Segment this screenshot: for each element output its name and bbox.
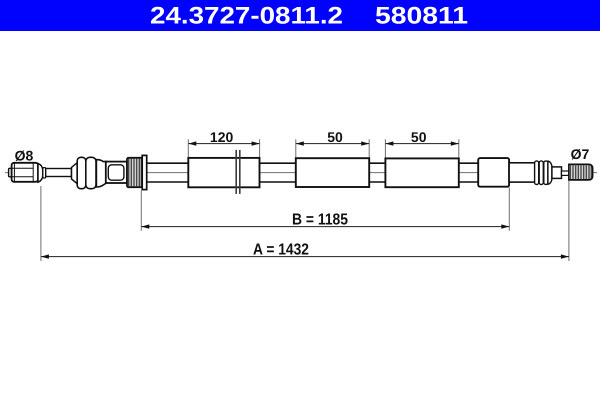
header-bar — [0, 0, 600, 31]
end-ferrule — [551, 166, 563, 180]
left-rod — [45, 167, 73, 178]
end-rod — [560, 170, 570, 177]
sleeve-1 — [187, 156, 261, 189]
sleeve1-length-label: 120 — [210, 129, 234, 145]
left-nipple-cone — [37, 162, 44, 184]
boot-bellow-2 — [85, 156, 97, 190]
left-nipple-barrel — [10, 161, 39, 183]
end-stop-block — [477, 157, 511, 188]
cable-conduit — [146, 162, 479, 183]
right-cap-knurl-hatch — [570, 165, 592, 180]
knurl-hatching — [127, 158, 592, 187]
adjuster-inner — [107, 164, 125, 181]
end-ring-1 — [533, 160, 540, 186]
left-nipple-contours — [12, 163, 34, 182]
dimension-b-label: B = 1185 — [292, 212, 348, 229]
reference-number: 580811 — [375, 2, 468, 29]
left-end-diameter-label: Ø8 — [15, 147, 34, 163]
sleeve2-length-label: 50 — [327, 129, 343, 145]
sleeve3-length-label: 50 — [411, 129, 427, 145]
sleeve-2 — [294, 157, 371, 188]
dimension-a-label: A = 1432 — [253, 242, 309, 259]
dimension-lines — [40, 143, 569, 258]
boot-collar — [70, 161, 78, 186]
cable-part — [7, 154, 594, 191]
flange-disc — [141, 154, 148, 191]
dimension-arrows — [40, 141, 569, 259]
end-cylinder — [508, 162, 536, 183]
break-marks — [235, 149, 241, 194]
right-end-diameter-label: Ø7 — [571, 146, 590, 162]
part-number: 24.3727-0811.2 — [150, 2, 343, 29]
boot-bellow-1 — [76, 156, 87, 190]
sleeve-3 — [384, 157, 460, 189]
adjuster-knurl-hatch — [127, 158, 142, 187]
extension-lines — [40, 139, 570, 261]
end-ring-2 — [538, 160, 545, 186]
